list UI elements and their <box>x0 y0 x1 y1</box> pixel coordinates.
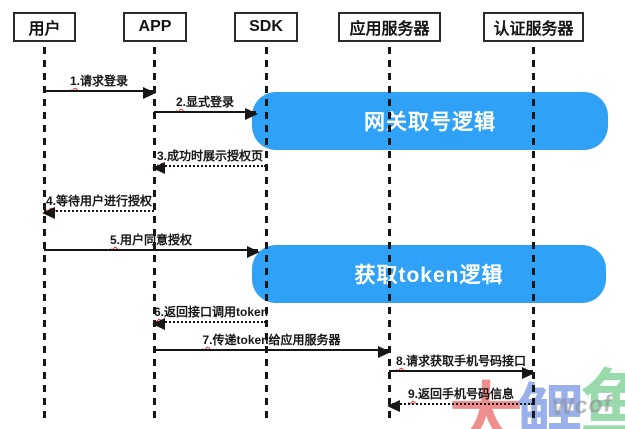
message-8-request-phone-api: 8.请求获取手机号码接口 <box>389 354 535 379</box>
message-number: 7. <box>202 333 213 347</box>
lifeline-auth-server <box>532 47 535 420</box>
actor-box-sdk: SDK <box>234 12 298 42</box>
message-1-request-login: 1.请求登录 <box>44 74 156 99</box>
message-label: 1.请求登录 <box>44 74 154 88</box>
message-number: 4. <box>45 194 56 208</box>
arrowhead-icon <box>522 367 535 379</box>
message-label: 3.成功时展示授权页 <box>154 149 266 163</box>
lifeline-sdk <box>265 47 268 420</box>
message-4-wait-user-auth: 4.等待用户进行授权 <box>42 194 154 219</box>
message-label: 7.传递token给应用服务器 <box>154 333 389 347</box>
lifeline-app-server <box>388 47 391 420</box>
actor-label: SDK <box>249 18 283 35</box>
arrowhead-icon <box>152 162 165 174</box>
message-number: 5. <box>109 233 120 247</box>
message-2-explicit-login: 2.显式登录 <box>154 95 258 120</box>
actor-label: 应用服务器 <box>349 21 430 38</box>
arrow-line <box>42 207 154 219</box>
arrowhead-icon <box>42 207 55 219</box>
process-box-label: 获取token逻辑 <box>354 264 504 287</box>
watermark-overlay-text: Wcof <box>551 389 614 421</box>
arrowhead-icon <box>387 400 400 412</box>
arrow-line <box>154 346 391 358</box>
message-text: 返回接口调用token <box>164 305 269 319</box>
message-text: 返回手机号码信息 <box>418 387 515 401</box>
message-number: 2. <box>175 95 186 109</box>
watermark-char-green: 鱼 <box>580 365 625 429</box>
message-number: 6. <box>154 305 165 319</box>
actor-label: 用户 <box>28 21 61 38</box>
actor-box-app-server: 应用服务器 <box>338 12 441 42</box>
actor-label: APP <box>138 18 172 35</box>
message-text: 请求登录 <box>80 74 129 88</box>
process-box-get-token: 获取token逻辑 <box>252 245 606 303</box>
actor-box-app: APP <box>123 12 187 42</box>
arrowhead-icon <box>143 87 156 99</box>
arrow-line <box>389 367 535 379</box>
message-text: 传递token给应用服务器 <box>212 333 341 347</box>
message-label: 9.返回手机号码信息 <box>389 387 533 401</box>
lifeline-app <box>153 47 156 420</box>
arrowhead-icon <box>245 108 258 120</box>
process-box-label: 网关取号逻辑 <box>364 111 496 134</box>
arrow-line <box>152 318 266 330</box>
message-number: 3. <box>156 149 167 163</box>
arrowhead-icon <box>378 346 391 358</box>
message-label: 4.等待用户进行授权 <box>44 194 154 208</box>
arrowhead-icon <box>152 318 165 330</box>
arrow-line <box>152 162 266 174</box>
message-text: 显式登录 <box>186 95 235 109</box>
message-text: 成功时展示授权页 <box>167 149 264 163</box>
lifeline-user <box>43 47 46 420</box>
actor-box-user: 用户 <box>13 12 76 42</box>
message-5-user-agree-auth: 5.用户同意授权 <box>44 233 260 258</box>
process-box-gateway: 网关取号逻辑 <box>252 92 608 150</box>
message-label: 2.显式登录 <box>154 95 256 109</box>
arrow-line <box>44 87 156 99</box>
actor-box-auth-server: 认证服务器 <box>483 12 584 42</box>
arrowhead-icon <box>247 246 260 258</box>
message-7-pass-token-to-server: 7.传递token给应用服务器 <box>154 333 391 358</box>
message-label: 8.请求获取手机号码接口 <box>389 354 533 368</box>
message-number: 8. <box>395 354 406 368</box>
message-text: 等待用户进行授权 <box>56 194 153 208</box>
actor-label: 认证服务器 <box>493 21 574 38</box>
arrow-line <box>154 108 258 120</box>
arrow-line <box>44 246 260 258</box>
message-number: 9. <box>407 387 418 401</box>
message-number: 1. <box>69 74 80 88</box>
message-3-show-auth-page: 3.成功时展示授权页 <box>152 149 266 174</box>
message-9-return-phone-info: 9.返回手机号码信息 <box>387 387 533 412</box>
message-label: 6.返回接口调用token <box>154 305 269 319</box>
message-text: 用户同意授权 <box>120 233 193 247</box>
message-text: 请求获取手机号码接口 <box>406 354 527 368</box>
message-label: 5.用户同意授权 <box>44 233 258 247</box>
arrow-line <box>387 400 533 412</box>
message-6-return-token: 6.返回接口调用token <box>152 305 269 330</box>
